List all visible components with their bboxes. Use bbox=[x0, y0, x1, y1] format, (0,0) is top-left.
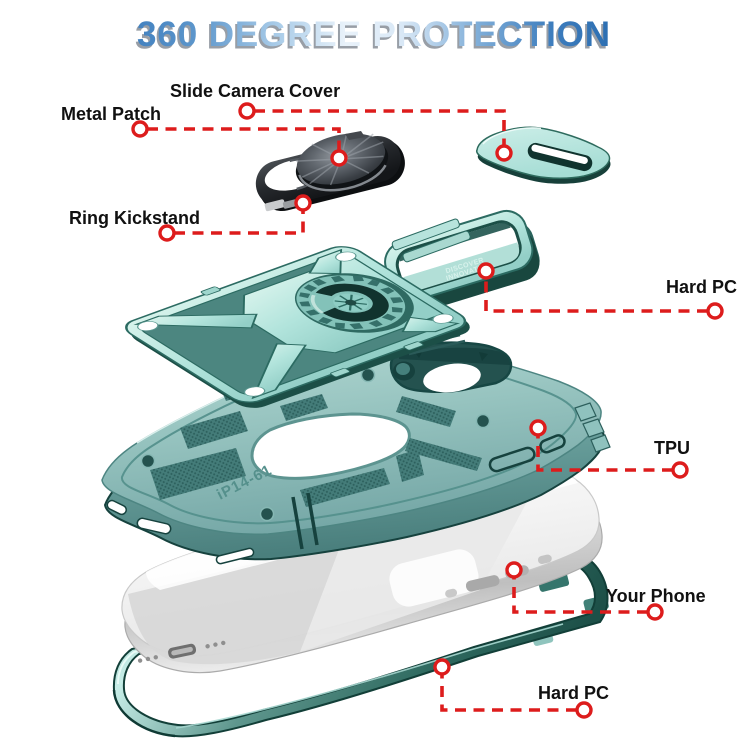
svg-text:Ring Kickstand: Ring Kickstand bbox=[69, 208, 200, 228]
svg-text:360 DEGREE PROTECTION: 360 DEGREE PROTECTION bbox=[137, 15, 611, 54]
svg-text:Hard PC: Hard PC bbox=[538, 683, 609, 703]
svg-text:360 DEGREE PROTECTION: 360 DEGREE PROTECTION bbox=[135, 18, 609, 57]
svg-text:Metal Patch: Metal Patch bbox=[61, 104, 161, 124]
svg-text:Slide Camera Cover: Slide Camera Cover bbox=[170, 81, 340, 101]
svg-text:Hard PC: Hard PC bbox=[666, 277, 737, 297]
svg-text:Your Phone: Your Phone bbox=[606, 586, 706, 606]
svg-text:TPU: TPU bbox=[654, 438, 690, 458]
